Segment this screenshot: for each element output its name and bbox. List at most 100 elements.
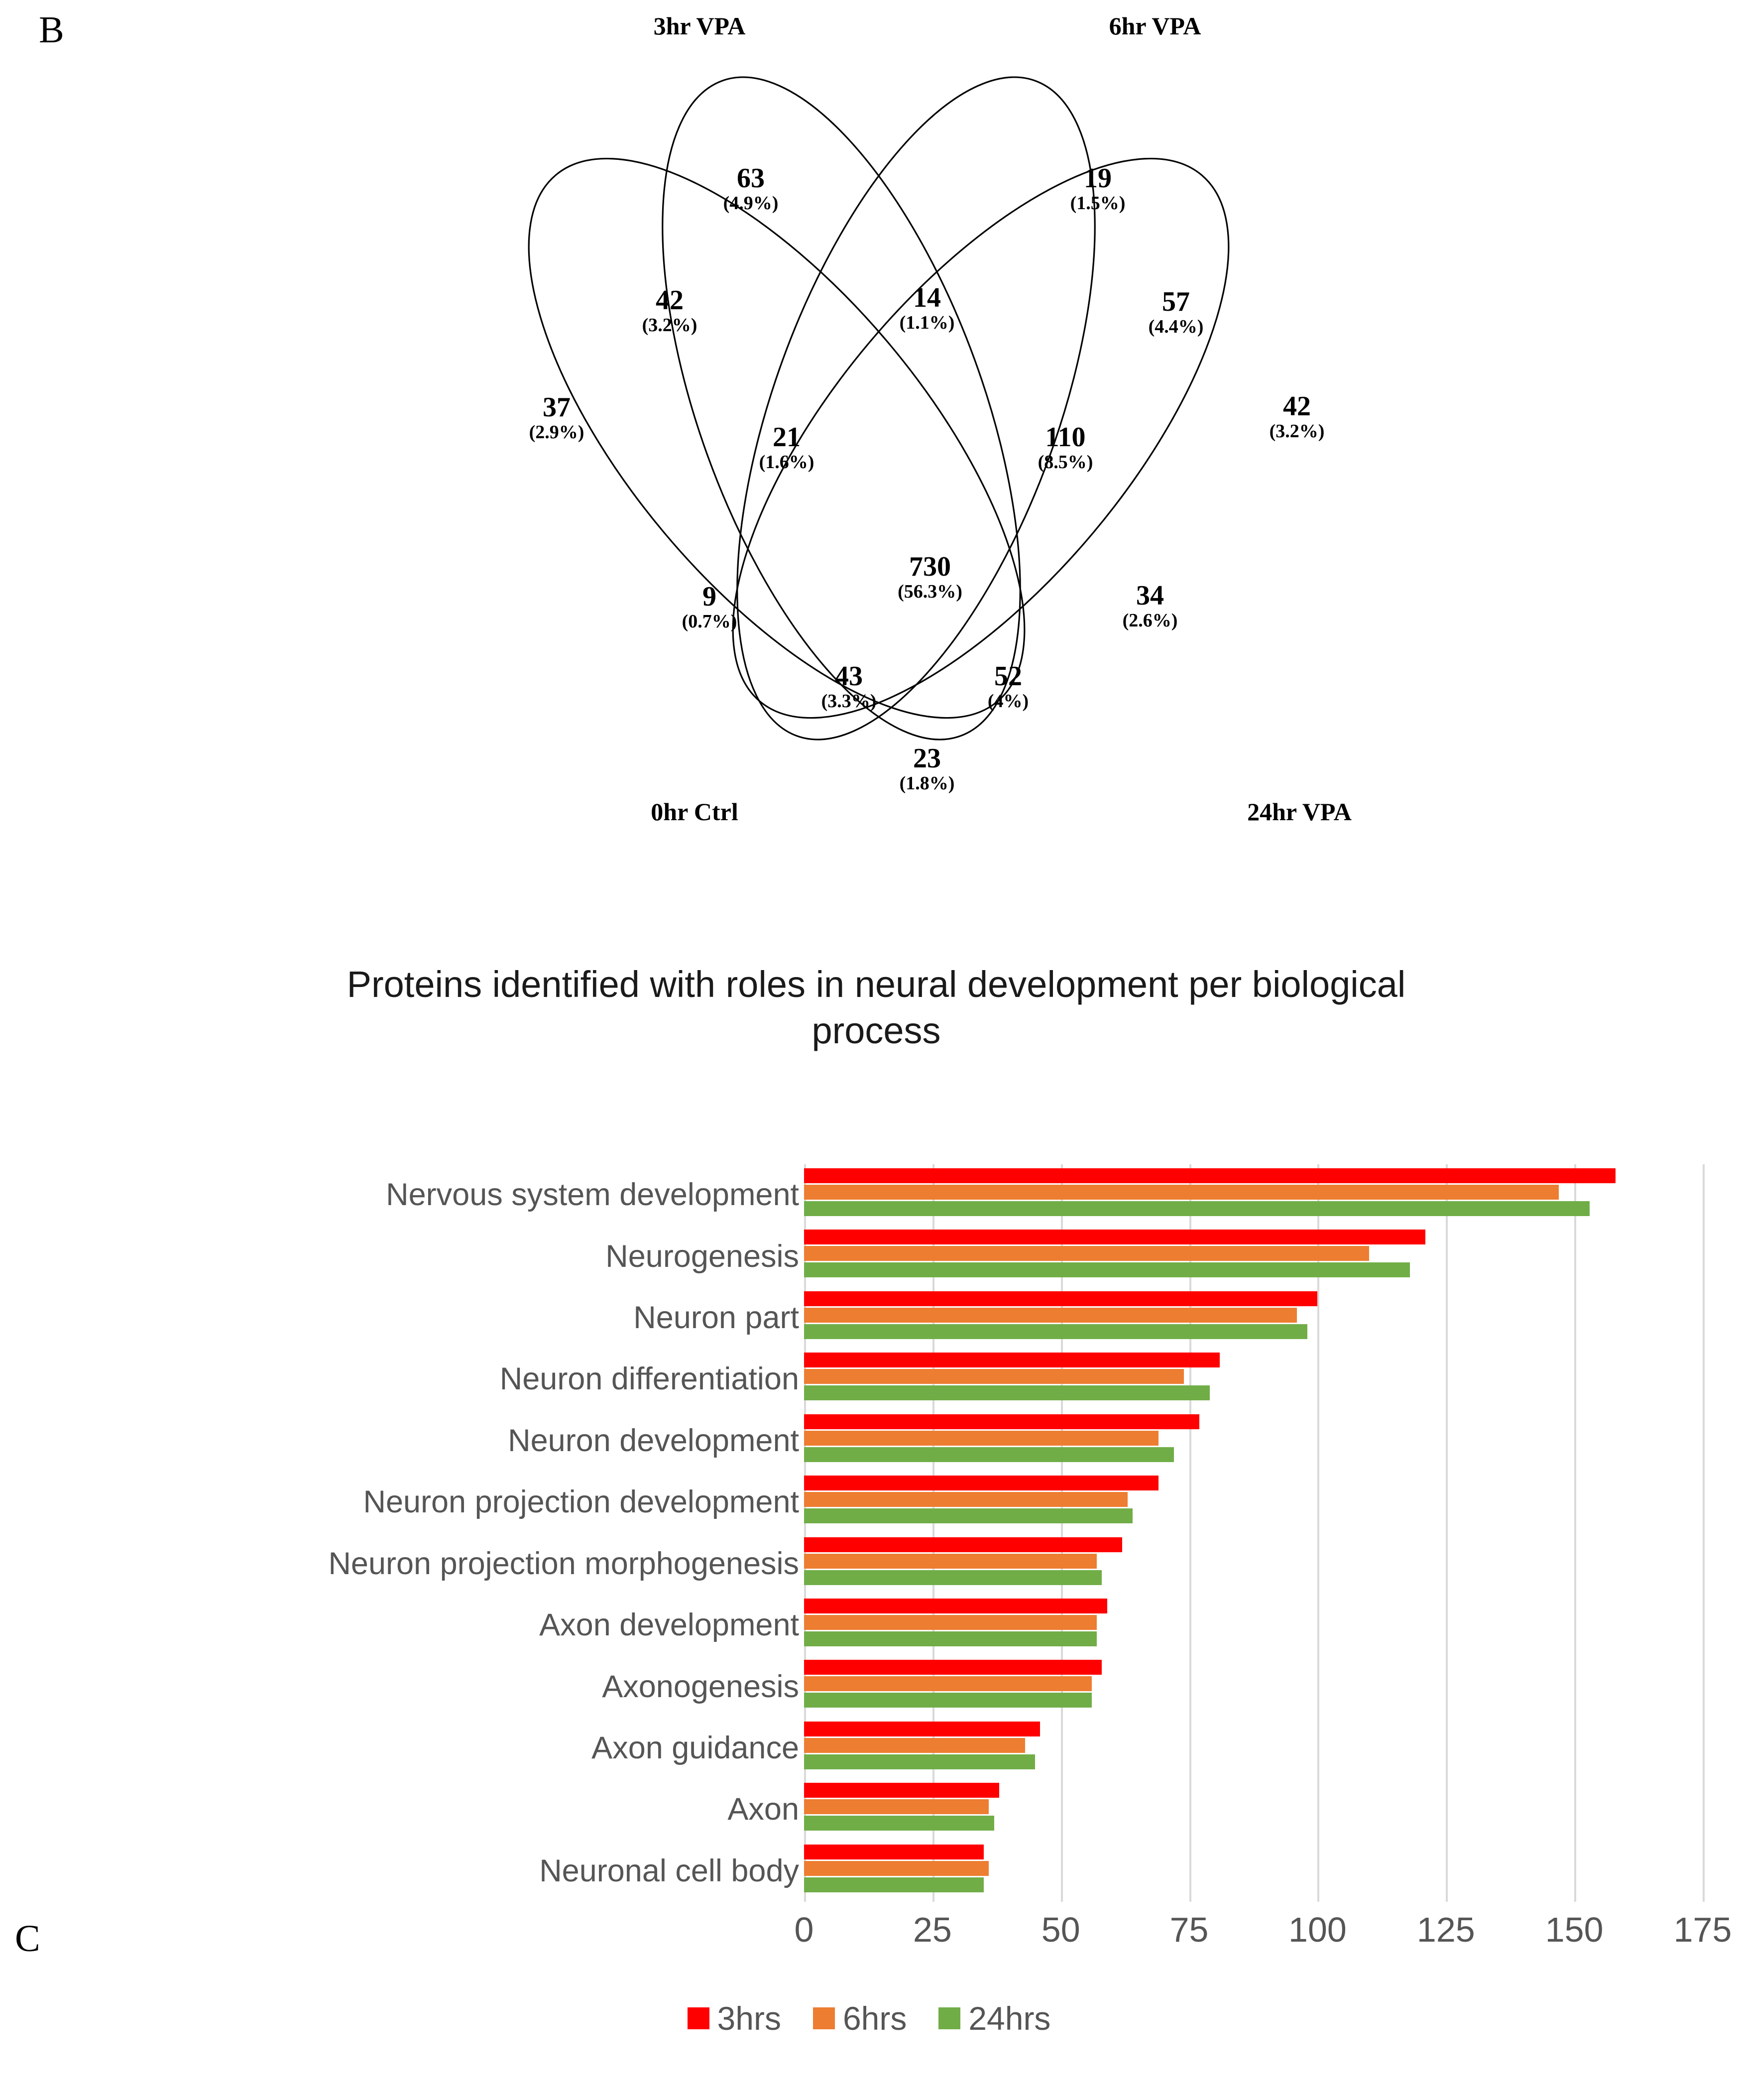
legend-label: 24hrs [968,2000,1051,2037]
venn-region-percent: (1.5%) [1070,193,1126,214]
venn-region-only-3hr: 63 (4.9%) [723,164,779,214]
bar-6hrs[interactable] [804,1860,989,1876]
venn-region-ctrl-3hr: 42 (3.2%) [642,286,697,336]
chart-legend: 3hrs 6hrs 24hrs [0,2002,1738,2035]
category-label-row: Neurogenesis [605,1226,799,1287]
bar-3hrs[interactable] [804,1476,1159,1491]
bar-24hrs[interactable] [804,1508,1133,1524]
venn-region-percent: (4.4%) [1148,316,1204,338]
bar-6hrs[interactable] [804,1185,1559,1200]
bar-3hrs[interactable] [804,1291,1318,1306]
category-label: Axon development [539,1607,799,1643]
bar-group [804,1226,1703,1287]
bar-3hrs[interactable] [804,1660,1102,1675]
bar-3hrs[interactable] [804,1537,1123,1552]
x-tick-label: 150 [1545,1910,1604,1949]
bar-3hrs[interactable] [804,1414,1200,1429]
legend-swatch-icon [687,2007,709,2029]
venn-set-label-24hr-vpa: 24hr VPA [1247,797,1352,826]
venn-region-all-four: 730 (56.3%) [898,553,962,603]
bar-group [804,1656,1703,1717]
bar-3hrs[interactable] [804,1353,1220,1368]
venn-region-percent: (1.1%) [899,312,955,334]
venn-set-label-0hr-ctrl: 0hr Ctrl [651,797,738,826]
chart-title: Proteins identified with roles in neural… [347,964,1406,1052]
bar-3hrs[interactable] [804,1168,1616,1183]
bar-3hrs[interactable] [804,1598,1107,1613]
bar-24hrs[interactable] [804,1754,1036,1769]
bar-24hrs[interactable] [804,1201,1590,1216]
bar-3hrs[interactable] [804,1230,1426,1245]
category-label-row: Neuron differentiation [500,1349,799,1410]
bar-3hrs[interactable] [804,1844,984,1859]
legend-item-3hrs[interactable]: 3hrs [687,2000,781,2037]
bar-3hrs[interactable] [804,1721,1041,1736]
venn-set-label-text: 6hr VPA [1109,12,1201,40]
plot-area [804,1164,1705,1902]
venn-region-percent: (2.6%) [1122,610,1178,631]
venn-region-only-6hr: 19 (1.5%) [1070,164,1126,214]
bar-chart-panel: C Proteins identified with roles in neur… [0,946,1738,2100]
venn-region-percent: (2.9%) [529,422,584,443]
venn-region-value: 14 [913,282,941,314]
category-label: Axonogenesis [602,1669,799,1704]
bar-24hrs[interactable] [804,1570,1102,1585]
venn-region-only-24hr: 42 (3.2%) [1270,392,1325,442]
bar-6hrs[interactable] [804,1430,1159,1446]
venn-region-value: 19 [1084,163,1112,194]
venn-set-label-6hr-vpa: 6hr VPA [1109,11,1201,40]
bar-24hrs[interactable] [804,1447,1174,1462]
category-label-row: Nervous system development [386,1164,799,1226]
bar-group [804,1472,1703,1533]
gridline [804,1164,806,1902]
venn-set-label-3hr-vpa: 3hr VPA [654,11,746,40]
venn-region-percent: (0.7%) [682,611,737,632]
bar-24hrs[interactable] [804,1324,1307,1339]
bar-24hrs[interactable] [804,1385,1210,1401]
legend-label: 6hrs [842,2000,907,2037]
bar-24hrs[interactable] [804,1262,1410,1278]
bar-6hrs[interactable] [804,1492,1128,1507]
bar-group [804,1410,1703,1472]
legend-item-6hrs[interactable]: 6hrs [812,2000,907,2037]
venn-region-percent: (4%) [987,691,1029,712]
bar-24hrs[interactable] [804,1693,1092,1708]
venn-region-value: 57 [1162,286,1190,318]
bar-6hrs[interactable] [804,1369,1184,1384]
bar-6hrs[interactable] [804,1553,1097,1569]
venn-region-ctrl-24hr: 23 (1.8%) [900,744,955,794]
bar-group [804,1349,1703,1410]
category-label: Nervous system development [386,1177,799,1213]
legend-item-24hrs[interactable]: 24hrs [938,2002,1050,2035]
bar-6hrs[interactable] [804,1246,1369,1261]
venn-region-percent: (3.3%) [821,691,877,712]
venn-region-value: 63 [737,163,765,194]
venn-region-value: 21 [773,422,801,453]
venn-region-percent: (8.5%) [1038,452,1093,473]
bar-6hrs[interactable] [804,1799,989,1815]
bar-24hrs[interactable] [804,1631,1097,1646]
gridline [932,1164,934,1902]
category-label-row: Axon development [539,1595,799,1656]
venn-region-value: 43 [835,661,863,692]
bar-24hrs[interactable] [804,1877,984,1892]
bar-6hrs[interactable] [804,1737,1025,1753]
venn-region-value: 34 [1136,580,1164,612]
category-label-row: Axon [727,1779,799,1840]
venn-region-value: 42 [1283,391,1311,422]
bar-6hrs[interactable] [804,1307,1297,1323]
bar-6hrs[interactable] [804,1676,1092,1692]
venn-region-value: 37 [543,392,571,423]
venn-region-ctrl-3hr-24hr-partial: 9 (0.7%) [682,583,737,632]
venn-region-value: 9 [702,581,716,613]
bar-group [804,1287,1703,1349]
bar-3hrs[interactable] [804,1783,999,1798]
gridline [1317,1164,1320,1902]
legend-label: 3hrs [717,2000,781,2037]
venn-region-percent: (4.9%) [723,193,779,214]
bar-group [804,1718,1703,1779]
gridline [1060,1164,1063,1902]
bar-6hrs[interactable] [804,1614,1097,1630]
bar-24hrs[interactable] [804,1816,994,1831]
